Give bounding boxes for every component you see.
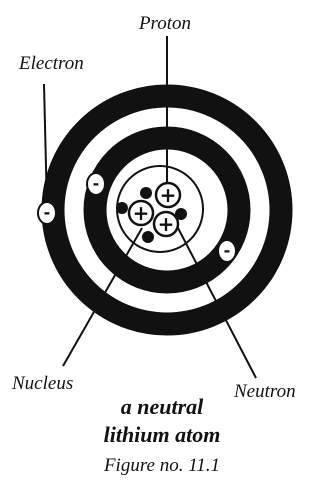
neutron-dot xyxy=(142,231,154,243)
neutron-label: Neutron xyxy=(233,381,296,402)
proton-sign: + xyxy=(158,212,175,236)
proton-particle: + xyxy=(129,201,153,225)
figure-number: Figure no. 11.1 xyxy=(103,455,220,476)
electron-sign: - xyxy=(224,241,231,260)
proton-label: Proton xyxy=(138,13,191,34)
proton-sign: + xyxy=(160,183,177,207)
neutron-dot xyxy=(116,202,128,214)
proton-particle: + xyxy=(156,183,180,207)
electron-sign: - xyxy=(44,203,51,222)
electron-particle: - xyxy=(38,202,56,224)
electron-particle: - xyxy=(87,173,105,195)
caption-line-1: a neutral xyxy=(121,394,204,419)
proton-particle: + xyxy=(154,212,178,236)
proton-sign: + xyxy=(133,201,150,225)
neutron-dot xyxy=(140,187,152,199)
caption-line-2: lithium atom xyxy=(104,422,221,447)
electron-sign: - xyxy=(93,174,100,193)
electron-label: Electron xyxy=(18,53,84,74)
nucleus-label: Nucleus xyxy=(11,373,73,394)
electron-particle: - xyxy=(218,240,236,262)
